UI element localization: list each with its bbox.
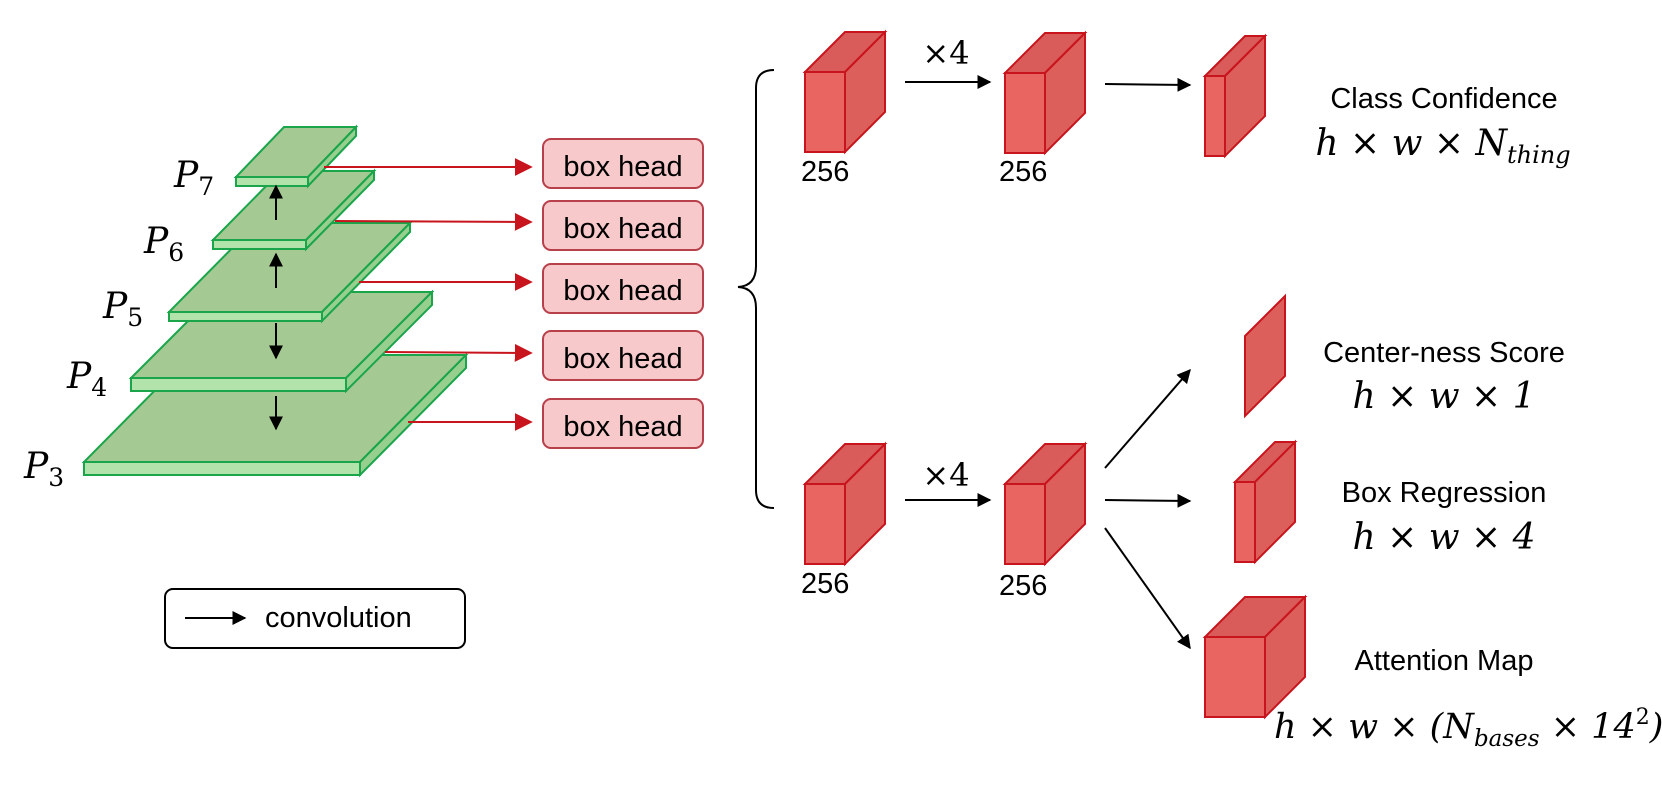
bottom-cube-1-channels: 256 <box>801 568 849 600</box>
box-head-p4: box head <box>542 330 704 381</box>
centerness-arrow <box>1104 368 1191 469</box>
top-cube-1 <box>802 29 888 155</box>
top-cube-2 <box>1002 30 1088 156</box>
class-confidence-title: Class Confidence <box>1330 83 1557 115</box>
bottom-cube-1 <box>802 441 888 567</box>
centerness-title: Center-ness Score <box>1323 337 1565 369</box>
box-regression-cube <box>1232 439 1298 565</box>
box-head-p3: box head <box>542 398 704 449</box>
box-regression-arrow <box>1104 493 1192 508</box>
top-repeat-label: ×4 <box>922 34 969 72</box>
attention-map-cube <box>1202 594 1308 720</box>
pyramid-label-p7: P7 <box>173 155 214 201</box>
pyramid-level-p5 <box>166 220 413 324</box>
attention-map-title: Attention Map <box>1355 645 1534 677</box>
svg-text:box head: box head <box>563 151 682 183</box>
head-arrow-p6 <box>334 212 533 231</box>
pyramid-level-p7 <box>233 124 359 189</box>
class-confidence-formula: h × w × Nthing <box>1315 123 1570 169</box>
centerness-formula: h × w × 1 <box>1352 376 1535 417</box>
pyramid-level-p6 <box>210 168 377 252</box>
box-regression-title: Box Regression <box>1342 477 1547 509</box>
svg-text:box head: box head <box>563 275 682 307</box>
head-arrow-p4 <box>384 343 533 362</box>
box-head-p7: box head <box>542 138 704 189</box>
svg-text:box head: box head <box>563 411 682 443</box>
pyramid-label-p6: P6 <box>143 221 184 267</box>
box-regression-formula: h × w × 4 <box>1352 517 1535 558</box>
top-output-arrow <box>1104 77 1192 92</box>
svg-text:box head: box head <box>563 343 682 375</box>
bottom-repeat-label: ×4 <box>922 456 969 494</box>
attention-map-formula: h × w × (Nbases × 142) <box>1274 705 1662 752</box>
box-head-p5: box head <box>542 263 704 314</box>
svg-text:box head: box head <box>563 213 682 245</box>
top-cube-1-channels: 256 <box>801 156 849 188</box>
pyramid-label-p5: P5 <box>102 286 143 332</box>
centerness-plane <box>1244 293 1286 419</box>
attention-map-arrow <box>1104 527 1191 650</box>
pyramid-label-p3: P3 <box>23 446 64 492</box>
bottom-cube-2-channels: 256 <box>999 570 1047 602</box>
top-cube-2-channels: 256 <box>999 156 1047 188</box>
legend-label: convolution <box>265 602 412 634</box>
pyramid-label-p4: P4 <box>66 356 107 402</box>
box-head-p6: box head <box>542 200 704 251</box>
branch-brace <box>737 69 775 509</box>
class-confidence-cube <box>1202 33 1268 159</box>
legend-box: convolution <box>164 588 466 649</box>
bottom-cube-2 <box>1002 441 1088 567</box>
